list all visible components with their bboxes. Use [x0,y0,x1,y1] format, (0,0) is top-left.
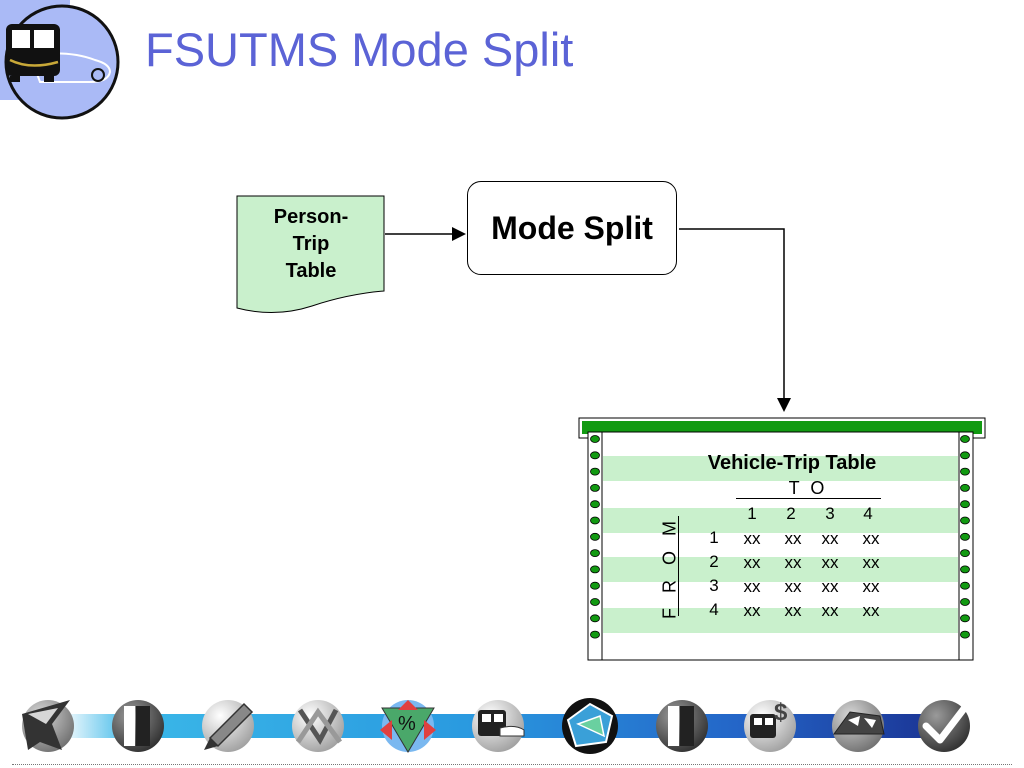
to-axis-label: T O [788,478,828,498]
from-axis-line [678,516,679,616]
sprocket-hole [590,598,600,606]
table-cell: xx [821,577,839,596]
arrow-process-to-output [679,228,785,400]
sprocket-hole [960,451,970,460]
nav-car-icon[interactable] [832,700,885,752]
logo-bus-car-icon [0,0,120,120]
col-header: 3 [825,504,835,523]
nav-checkmark-icon[interactable] [918,700,970,752]
row-header: 3 [709,576,719,595]
sprocket-hole [960,516,970,525]
table-cell: xx [784,529,802,548]
table-cell: xx [743,601,761,620]
row-header: 1 [709,528,719,547]
table-cell: xx [862,601,880,620]
table-cell: xx [784,577,802,596]
sprocket-hole [960,581,970,590]
table-cell: xx [784,601,802,620]
dollar-glyph: $ [774,699,788,726]
table-cell: xx [743,577,761,596]
table-cell: xx [743,529,761,548]
sprocket-hole [590,549,600,557]
nav-percent-icon[interactable]: % [380,700,436,753]
col-header: 2 [786,504,796,523]
col-header: 4 [863,504,873,523]
sprocket-hole [590,565,600,574]
doc-line-1: Person- [273,206,349,228]
sprocket-hole [960,630,970,639]
percent-glyph: % [398,713,416,735]
sprocket-hole [590,467,600,476]
nav-pencil-icon[interactable] [202,700,254,752]
sprocket-hole [590,630,600,639]
row-header: 4 [709,600,719,619]
sprocket-hole [590,532,600,541]
sprocket-hole [960,565,970,574]
printout-stripe [603,608,958,633]
to-axis-line [736,498,881,499]
person-trip-table-document [236,195,385,314]
sprocket-hole [590,500,600,509]
nav-bus-icon[interactable] [472,700,525,752]
table-cell: xx [784,553,802,572]
table-cell: xx [743,553,761,572]
sprocket-hole [960,500,970,509]
printout-stripe [603,456,958,481]
sprocket-hole [590,435,600,443]
table-cell: xx [821,529,839,548]
row-header: 2 [709,552,719,571]
bottom-dotted-divider [12,764,1012,765]
sprocket-hole [960,435,970,443]
vehicle-trip-table-title: Vehicle-Trip Table [707,452,877,474]
sprocket-hole [590,483,600,492]
sprocket-hole [960,467,970,476]
page-title: FSUTMS Mode Split [145,23,574,76]
sprocket-hole [590,614,600,623]
sprocket-hole [960,483,970,492]
printout-stripe [603,557,958,582]
table-cell: xx [862,529,880,548]
arrowhead-output [777,398,791,412]
table-cell: xx [862,577,880,596]
sprocket-hole [590,516,600,525]
nav-shuffle-arrows-icon[interactable] [292,700,344,752]
arrowhead-process [452,227,466,241]
mode-split-process-box: Mode Split [467,181,677,275]
printout-stripe [603,508,958,533]
sprocket-hole [960,598,970,606]
table-cell: xx [862,553,880,572]
sprocket-hole [960,614,970,623]
sprocket-hole [590,451,600,460]
sprocket-hole [960,549,970,557]
nav-network-map-icon[interactable] [562,698,618,754]
vehicle-trip-table-printout [578,417,986,661]
table-cell: xx [821,601,839,620]
bottom-nav-bar: % $ [22,698,970,754]
sprocket-hole [960,532,970,541]
doc-line-2: Trip [292,233,330,255]
nav-book-icon[interactable] [112,700,164,752]
nav-arrow-shape-icon[interactable] [22,700,74,752]
col-header: 1 [747,504,757,523]
doc-line-3: Table [285,260,337,282]
nav-book-icon-2[interactable] [656,700,708,752]
nav-bus-dollar-icon[interactable]: $ [744,699,796,752]
person-trip-table-label: Person- Trip Table [238,204,384,285]
table-cell: xx [821,553,839,572]
sprocket-hole [590,581,600,590]
